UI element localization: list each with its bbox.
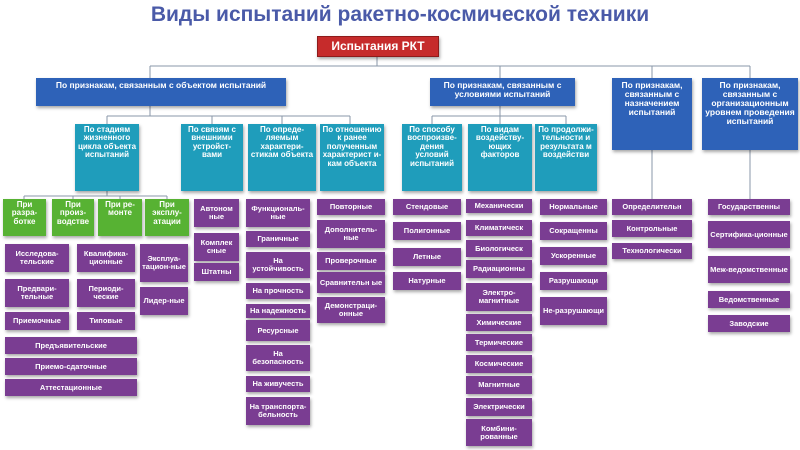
leaf-node: Заводские	[708, 315, 790, 332]
leaf-node: Механически	[466, 199, 532, 213]
leaf-node: На устойчивость	[246, 252, 310, 278]
leaf-node: Полигонные	[393, 222, 461, 240]
leaf-node: Климатическ	[466, 220, 532, 236]
leaf-node: Лидер-ные	[140, 287, 188, 315]
leaf-node: Штатны	[194, 263, 239, 281]
leaf-node: Электро-магнитные	[466, 283, 532, 311]
leaf-node: Проверочные	[317, 252, 385, 270]
stage-production: При произ-водстве	[52, 199, 94, 236]
category-purpose: По признакам, связанным с назначением ис…	[612, 78, 692, 150]
leaf-node: Ресурсные	[246, 320, 310, 341]
leaf-node: Сертифика-ционные	[708, 221, 790, 248]
sub-factors: По видам воздейству-ющих факторов	[468, 124, 532, 191]
sub-duration: По продолжи-тельности и результата м воз…	[535, 124, 597, 191]
sub-relation: По отношению к ранее полученным характер…	[320, 124, 384, 191]
leaf-node: Типовые	[77, 312, 135, 330]
leaf-node: Предъявительские	[5, 337, 137, 354]
leaf-node: Технологически	[612, 243, 692, 259]
leaf-node: Квалифика-ционные	[77, 244, 135, 272]
leaf-node: Приемо-сдаточные	[5, 358, 137, 375]
stage-repair: При ре-монте	[98, 199, 142, 236]
leaf-node: Демонстраци-онные	[317, 297, 385, 323]
sub-reproduction: По способу воспроизве-дения условий испы…	[402, 124, 462, 191]
leaf-node: Не-разрушающи	[540, 297, 607, 325]
leaf-node: Комплек сные	[194, 233, 239, 261]
leaf-node: Сравнительн ые	[317, 272, 385, 293]
leaf-node: Повторные	[317, 199, 385, 215]
leaf-node: Предвари-тельные	[5, 279, 69, 307]
page-title: Виды испытаний ракетно-космической техни…	[150, 3, 650, 26]
leaf-node: Ведомственные	[708, 291, 790, 308]
leaf-node: Электрически	[466, 398, 532, 416]
leaf-node: Периоди-ческие	[77, 279, 135, 307]
leaf-node: Натурные	[393, 272, 461, 290]
leaf-node: Космические	[466, 355, 532, 373]
leaf-node: Исследова-тельские	[5, 244, 69, 272]
leaf-node: Меж-ведомственные	[708, 256, 790, 283]
leaf-node: Контрольные	[612, 220, 692, 237]
category-level: По признакам, связанным с организационны…	[702, 78, 798, 150]
leaf-node: На надежность	[246, 304, 310, 318]
leaf-node: Государственны	[708, 199, 790, 215]
category-object: По признакам, связанным с объектом испыт…	[36, 78, 286, 106]
leaf-node: Определительн	[612, 199, 692, 215]
leaf-node: Стендовые	[393, 199, 461, 215]
leaf-node: На безопасность	[246, 345, 310, 371]
leaf-node: Радиационны	[466, 260, 532, 278]
sub-lifecycle: По стадиям жизненного цикла объекта испы…	[75, 124, 139, 191]
leaf-node: Разрушающи	[540, 272, 607, 290]
leaf-node: Функциональ-ные	[246, 199, 310, 227]
leaf-node: Летные	[393, 248, 461, 266]
stage-operation: При эксплу-атации	[145, 199, 189, 236]
leaf-node: Ускоренные	[540, 247, 607, 265]
leaf-node: На прочность	[246, 283, 310, 299]
leaf-node: Биологическ	[466, 240, 532, 257]
leaf-node: Термические	[466, 334, 532, 351]
leaf-node: Магнитные	[466, 376, 532, 394]
root-node: Испытания РКТ	[317, 36, 439, 57]
leaf-node: Приемочные	[5, 312, 69, 330]
sub-external-links: По связям с внешними устройст-вами	[181, 124, 243, 191]
leaf-node: Граничные	[246, 231, 310, 247]
leaf-node: Аттестационные	[5, 379, 137, 396]
leaf-node: Автоном ные	[194, 199, 239, 227]
leaf-node: Химические	[466, 314, 532, 331]
category-conditions: По признакам, связанным с условиями испы…	[430, 78, 575, 106]
leaf-node: Эксплуа-тацион-ные	[140, 244, 188, 282]
stage-development: При разра-ботке	[3, 199, 46, 236]
leaf-node: Сокращенны	[540, 222, 607, 240]
leaf-node: На транспорта-бельность	[246, 397, 310, 425]
leaf-node: Нормальные	[540, 199, 607, 215]
leaf-node: Комбини-рованные	[466, 419, 532, 446]
sub-characteristics: По опреде-ляемым характери-стикам объект…	[248, 124, 316, 191]
leaf-node: Дополнитель-ные	[317, 220, 385, 248]
leaf-node: На живучесть	[246, 376, 310, 392]
